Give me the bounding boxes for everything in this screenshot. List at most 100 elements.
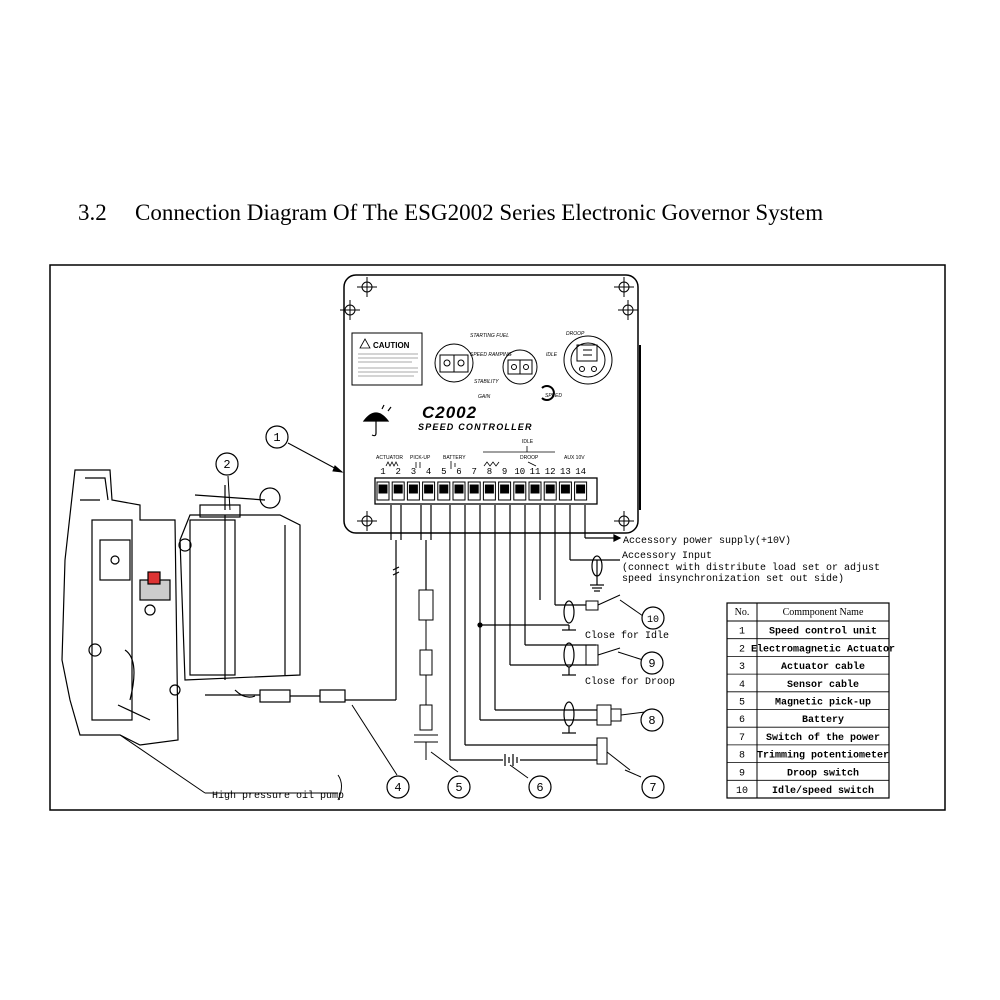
callout-number: 4 [394,781,401,795]
terminal-number: 10 [514,467,525,477]
terminal-group-idle: IDLE [522,439,534,445]
table-cell-no: 10 [736,786,748,797]
terminal-strip [374,477,598,505]
table-cell-name: Magnetic pick-up [775,697,871,709]
label-idle: IDLE [546,352,558,358]
terminal-number: 9 [502,467,507,477]
table-cell-name: Trimming potentiometer [757,750,889,762]
wiring [345,505,622,766]
terminal-screw-11 [528,481,542,501]
label-starting-fuel: STARTING FUEL [470,333,509,339]
table-cell-no: 3 [739,662,745,673]
section-number: 3.2 [78,200,107,225]
callout-number: 9 [648,657,655,671]
callout-1: 1 [265,425,289,449]
label-speed: SPEED [545,393,562,399]
table-cell-name: Battery [802,715,844,726]
close-for-droop-label: Close for Droop [585,676,675,688]
terminal-number: 4 [426,467,431,477]
caution-label [351,332,423,386]
terminal-group-pickup: PICK-UP [410,455,431,461]
accessory-power-label: Accessory power supply(+10V) [623,535,791,547]
electromagnetic-actuator [179,485,346,703]
table-row: 6 Battery [739,715,844,726]
accessory-input-label: Accessory Input [622,551,712,562]
table-cell-no: 2 [739,644,745,655]
terminal-number: 8 [487,467,492,477]
terminal-screw-8 [482,481,496,501]
terminal-number: 1 [380,467,385,477]
terminal-screw-13 [558,481,572,501]
terminal-group-droop: DROOP [520,455,539,461]
accessory-note-line2: speed insynchronization set out side) [622,573,844,585]
label-stability: STABILITY [474,379,499,385]
callout-number: 2 [223,458,230,472]
caution-title: CAUTION [373,341,410,350]
callout-number: 1 [273,431,280,445]
mounting-hole-icon [340,277,638,531]
table-cell-no: 8 [739,751,745,762]
callout-number: 7 [649,781,656,795]
terminal-screw-6 [452,481,466,501]
terminal-group-symbols [385,446,555,469]
callout-2: 2 [215,452,239,476]
terminal-screw-2 [391,481,405,501]
terminal-number: 14 [575,467,586,477]
controller-subtitle: SPEED CONTROLLER [418,422,533,432]
table-cell-name: Actuator cable [781,661,865,673]
terminal-group-aux: AUX 10V [564,455,585,461]
table-cell-name: Sensor cable [787,679,859,691]
table-row: 5 Magnetic pick-up [739,697,871,709]
pump-label: High pressure oil pump [212,790,344,802]
table-cell-name: Idle/speed switch [772,785,874,797]
droop-idle-pot [563,335,613,385]
terminal-number: 3 [411,467,416,477]
close-for-idle-label: Close for Idle [585,630,669,642]
pump-leader-lines [119,734,342,801]
terminal-screw-5 [437,481,451,501]
terminal-number: 7 [471,467,476,477]
terminal-group-battery: BATTERY [443,455,466,461]
stability-gain-pot [502,349,538,385]
callout-number: 8 [648,714,655,728]
terminal-screws [376,481,588,501]
table-row: 8 Trimming potentiometer [739,750,889,762]
callout-number: 6 [536,781,543,795]
terminal-screw-14 [574,481,588,501]
label-speed-ramping: SPEED RAMPING [470,352,512,358]
table-cell-no: 7 [739,733,745,744]
terminal-number: 2 [395,467,400,477]
section-title: Connection Diagram Of The ESG2002 Series… [135,200,824,225]
caution-fine-print [358,353,418,377]
umbrella-icon [362,404,392,437]
callout-10: 10 [641,606,665,630]
terminal-screw-3 [406,481,420,501]
terminal-group-actuator: ACTUATOR [376,455,403,461]
page-heading: 3.2 Connection Diagram Of The ESG2002 Ser… [78,200,823,226]
callout-9: 9 [640,651,664,675]
terminal-screw-10 [513,481,527,501]
table-cell-name: Switch of the power [766,732,880,744]
terminal-number: 12 [545,467,556,477]
accessory-note-line1: (connect with distribute load set or adj… [622,562,880,574]
callout-number: 5 [455,781,462,795]
table-header-no: No. [735,607,750,618]
terminal-number: 11 [530,467,541,477]
table-row: 10 Idle/speed switch [736,785,874,797]
speed-controller-unit: CAUTION STARTING FUEL SPEED RAMPING STAB… [340,274,641,534]
terminal-screw-7 [467,481,481,501]
magnetic-pickup-sensor [414,589,438,760]
table-cell-name: Droop switch [787,767,859,779]
terminal-number: 13 [560,467,571,477]
label-gain: GAIN [478,394,491,400]
table-cell-no: 6 [739,715,745,726]
callout-4: 4 [386,775,410,799]
terminal-screw-1 [376,481,390,501]
terminal-screw-4 [422,481,436,501]
table-cell-no: 5 [739,698,745,709]
table-cell-no: 1 [739,627,745,638]
